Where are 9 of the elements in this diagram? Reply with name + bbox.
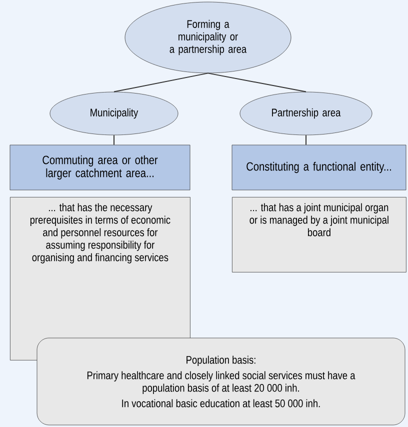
ellipse-node: Partnership area [240,92,372,136]
connector-line [208,72,306,92]
heading-box: Constituting a functional entity... [232,144,406,190]
text-box: ... that has a joint municipal organ or is managed by a joint municipal board [232,197,406,272]
rounded-box: Population basis: Primary healthcare and closely linked social services must have a population basis of at least 20 000 inh. In vocational basic education at least 50 000 inh. [36,338,406,426]
heading-box: Commuting area or other larger catchment area... [10,144,190,190]
ellipse-node: Municipality [50,92,178,136]
ellipse-node: Forming a municipality or a partnership area [124,2,292,74]
connector-line [114,72,208,92]
